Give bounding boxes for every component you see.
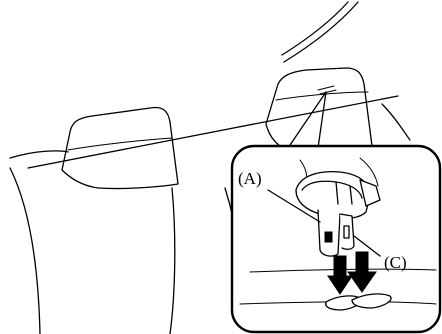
callout-a-label: (A): [238, 169, 262, 188]
callout-c-label: (C): [384, 253, 407, 272]
detail-leader-lines: [288, 92, 326, 148]
headrest-left: [62, 108, 178, 189]
detail-inset: [232, 146, 440, 332]
rear-window-glass: [282, 2, 358, 62]
